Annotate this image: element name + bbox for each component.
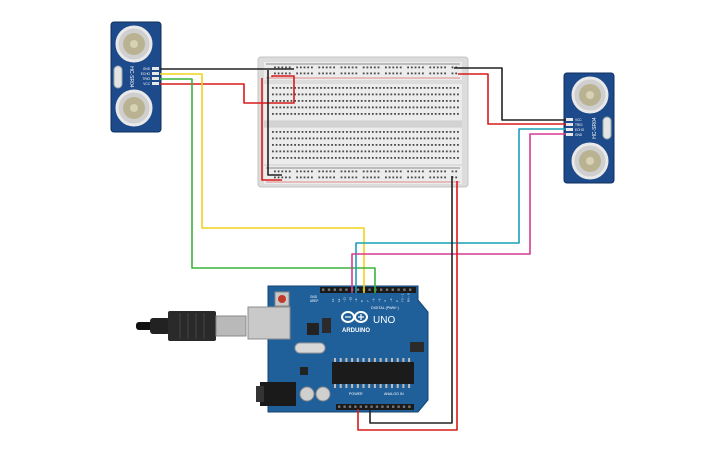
- analog-in-label: ANALOG IN: [384, 392, 404, 396]
- digital-pin-label: ~3: [389, 298, 393, 302]
- digital-pin-label: 8: [360, 300, 364, 302]
- sensor-right-pin-vcc: VCC: [575, 118, 582, 122]
- wire-yellow-left-trig: [160, 73, 365, 293]
- capacitor: [299, 386, 315, 402]
- usb-port: [247, 306, 291, 340]
- gnd-label: GND: [310, 295, 318, 299]
- sensor-right-model-label: HC-SR04: [592, 117, 598, 139]
- power-label: POWER: [349, 392, 363, 396]
- digital-pin-label: 7: [366, 300, 370, 302]
- digital-pin-label: ~5: [377, 298, 381, 302]
- arduino-logo-icon: [341, 311, 368, 323]
- wire-teal-right-trig: [355, 128, 566, 293]
- digital-pin-label: ~6: [372, 298, 376, 302]
- digital-pin-label: ~10: [348, 297, 352, 302]
- power-jack: [260, 382, 296, 406]
- wire-red-rail-jumper-left: [261, 78, 282, 181]
- chip-legs: [334, 358, 411, 388]
- ultrasonic-sensor-left[interactable]: HC-SR04 GND ECHO TRIG VCC: [110, 21, 162, 133]
- wire-red-5v-to-arduino: [357, 181, 458, 431]
- sensor-left-pin-echo: ECHO: [141, 72, 151, 76]
- digital-pin-label: 13: [331, 298, 335, 302]
- digital-pin-label: 2: [395, 300, 399, 302]
- atmega-chip: [332, 362, 414, 384]
- sensor-right-pins: VCC TRIG ECHO GND: [566, 118, 585, 137]
- wire-black-rail-jumper-left: [267, 70, 282, 176]
- digital-pin-label: TX→1: [401, 293, 405, 302]
- wire-red-left-vcc: [160, 75, 295, 104]
- breadboard[interactable]: [257, 56, 469, 188]
- capacitor: [315, 386, 331, 402]
- arduino-uno-board[interactable]: ARDUINO UNO DIGITAL (PWM~) POWER ANALOG …: [247, 285, 429, 413]
- arduino-model-label: UNO: [373, 315, 395, 326]
- usb-chip: [307, 323, 319, 335]
- usb-cable: [136, 311, 247, 341]
- power-analog-header: [336, 404, 414, 410]
- wire-green-left-echo: [160, 78, 376, 293]
- wire-red-right-vcc: [458, 73, 566, 125]
- wire-magenta-right-echo: [351, 133, 566, 293]
- digital-pwm-label: DIGITAL (PWM~): [371, 306, 399, 310]
- digital-pin-label: RX←0: [406, 293, 410, 302]
- digital-header: [320, 287, 416, 293]
- sensor-left-pin-vcc: VCC: [143, 82, 150, 86]
- wires: [160, 67, 566, 431]
- sensor-right-pin-trig: TRIG: [575, 123, 583, 127]
- crystal-oscillator: [294, 342, 326, 354]
- digital-pin-label: ~9: [354, 298, 358, 302]
- wire-black-gnd-to-arduino: [369, 176, 453, 424]
- sensor-left-pins: GND ECHO TRIG VCC: [141, 67, 159, 86]
- wire-black-right-gnd: [454, 67, 566, 121]
- digital-pin-label: 4: [383, 300, 387, 302]
- digital-pin-label: 12: [337, 298, 341, 302]
- breadboard-holes: [272, 66, 459, 179]
- digital-pin-label: ~11: [343, 297, 347, 302]
- sensor-right-pin-gnd: GND: [575, 133, 583, 137]
- sensor-left-pin-gnd: GND: [143, 67, 151, 71]
- ultrasonic-sensor-right[interactable]: HC-SR04 VCC TRIG ECHO GND: [563, 72, 615, 184]
- sensor-left-pin-trig: TRIG: [142, 77, 150, 81]
- sensor-left-model-label: HC-SR04: [128, 66, 134, 88]
- sensor-right-pin-echo: ECHO: [575, 128, 585, 132]
- aref-label: AREF: [310, 299, 319, 303]
- arduino-brand-label: ARDUINO: [342, 328, 370, 334]
